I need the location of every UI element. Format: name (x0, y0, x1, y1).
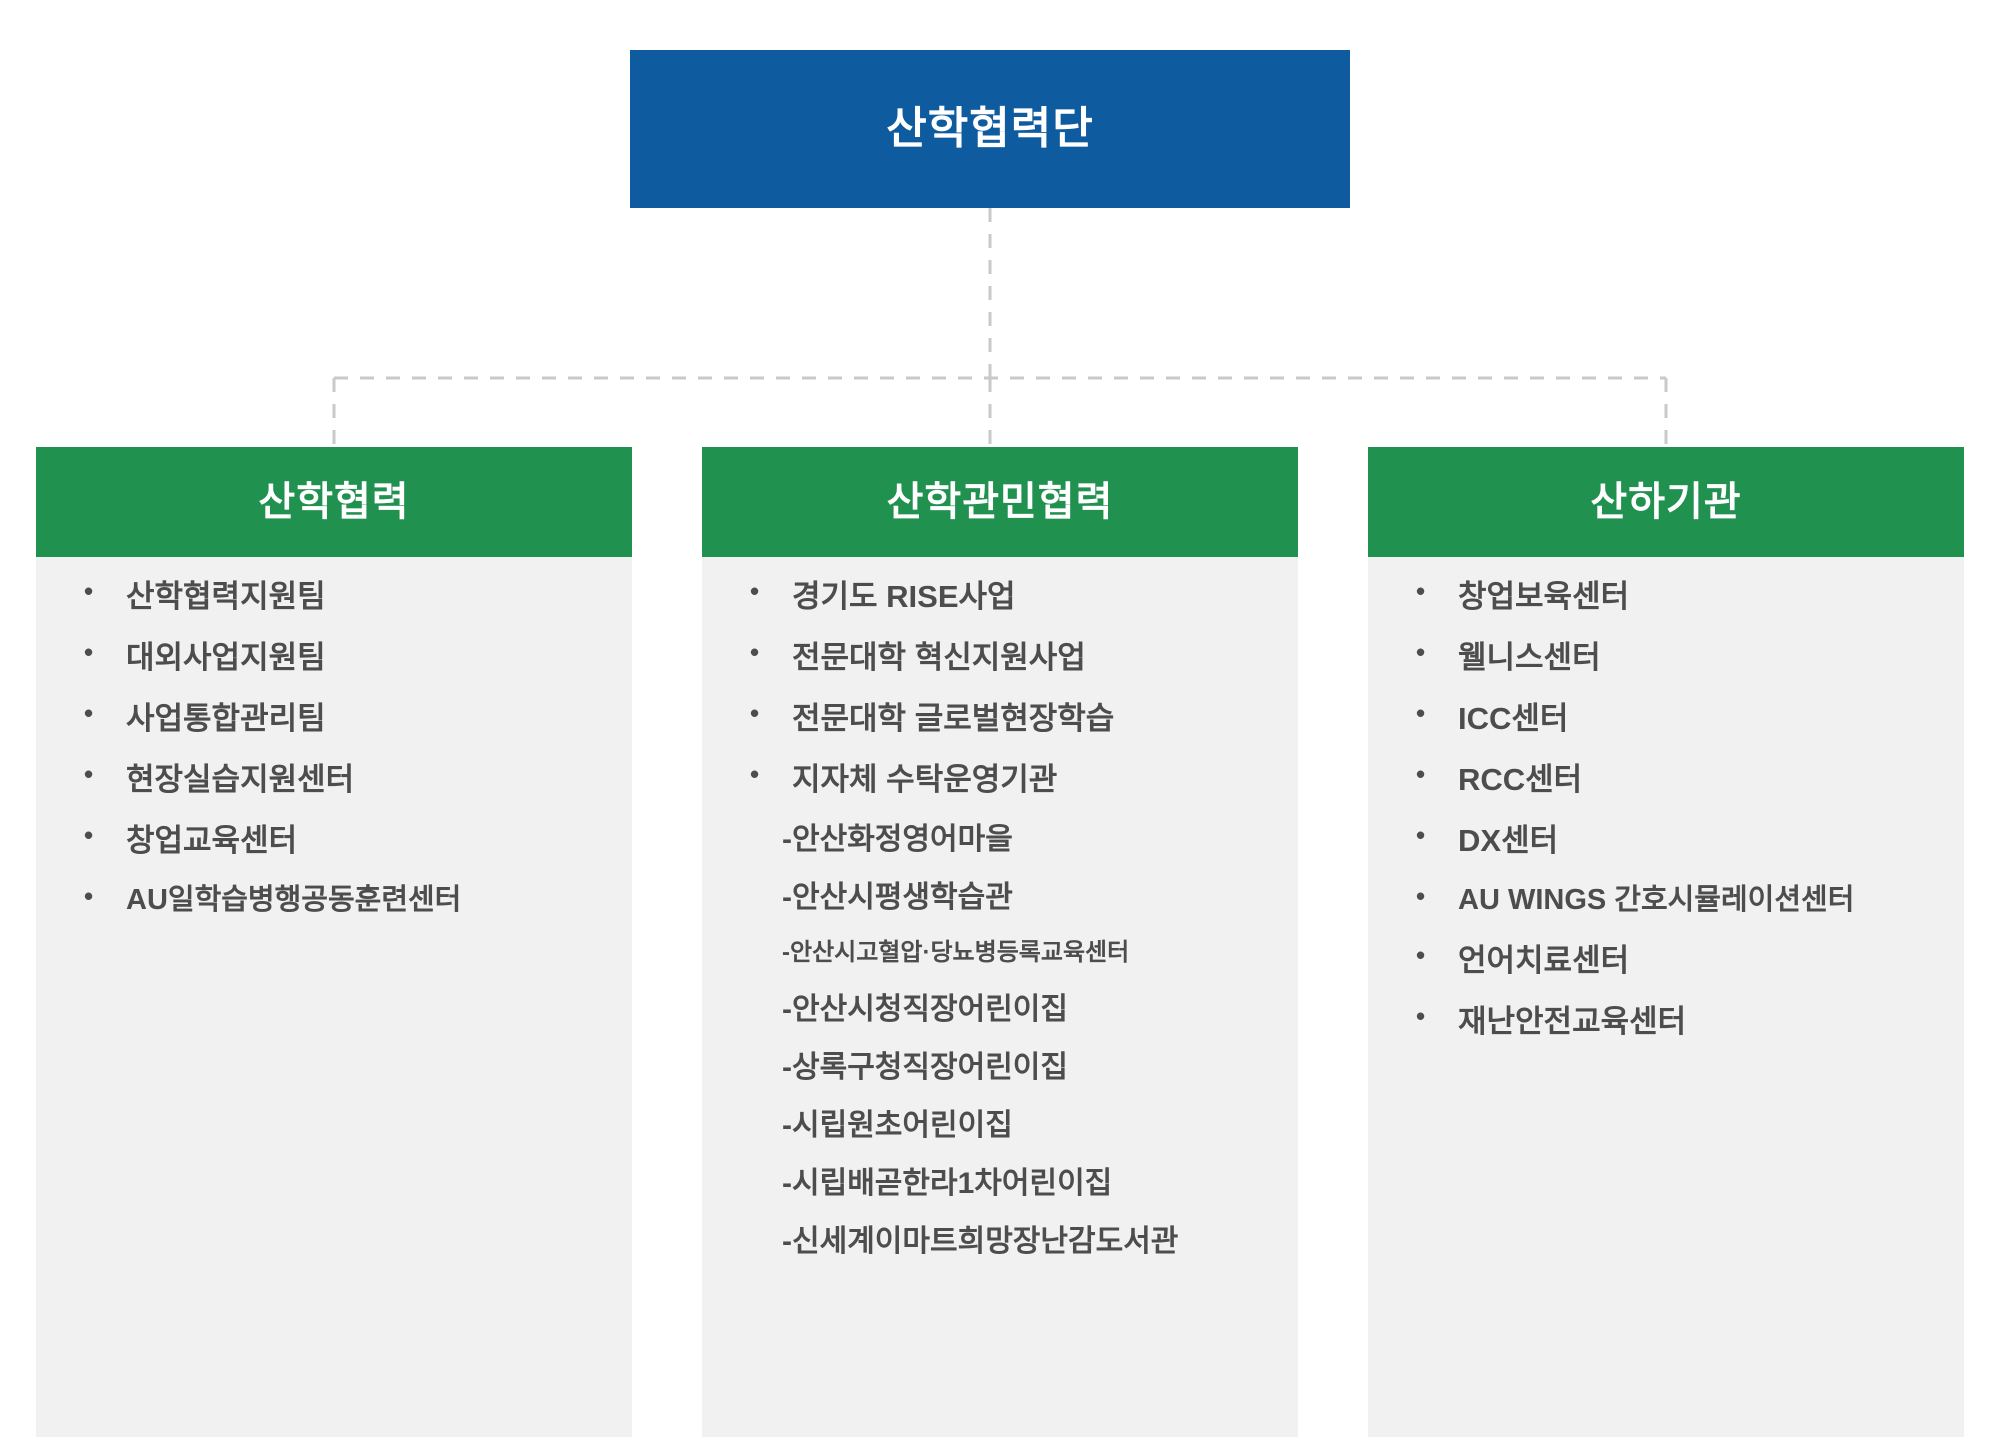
list-item[interactable]: RCC센터 (1368, 761, 1964, 797)
sub-list-item[interactable]: -시립배곧한라1차어린이집 (702, 1169, 1298, 1199)
sub-list-item[interactable]: -안산화정영어마을 (702, 825, 1298, 855)
branch-title-2: 산학관민협력 (886, 480, 1114, 524)
branch-header-3: 산하기관 (1368, 447, 1964, 557)
root-node-title: 산학협력단 (886, 104, 1094, 153)
list-item-label: 창업보육센터 (1458, 579, 1630, 614)
list-item[interactable]: 경기도 RISE사업 (702, 578, 1298, 614)
sub-list-item-label: -시립배곧한라1차어린이집 (782, 1167, 1113, 1200)
list-item[interactable]: 언어치료센터 (1368, 942, 1964, 978)
sub-list-item-label: -신세계이마트희망장난감도서관 (782, 1225, 1179, 1258)
sub-list-item-label: -안산시평생학습관 (782, 881, 1013, 914)
branch-title-1: 산학협력 (258, 480, 410, 524)
list-item-label: 현장실습지원센터 (126, 762, 355, 797)
list-item[interactable]: DX센터 (1368, 822, 1964, 858)
list-item-label: DX센터 (1458, 823, 1559, 858)
list-item[interactable]: 지자체 수탁운영기관 (702, 761, 1298, 797)
branch-column-sanhak-hyeopryeok: 산학협력 산학협력지원팀 대외사업지원팀 사업통합관리팀 현장실습지원센터 창업… (36, 447, 632, 1437)
branch-body-1: 산학협력지원팀 대외사업지원팀 사업통합관리팀 현장실습지원센터 창업교육센터 … (36, 557, 632, 1437)
list-item-label: 언어치료센터 (1458, 943, 1630, 978)
sub-list-item[interactable]: -안산시고혈압·당뇨병등록교육센터 (702, 941, 1298, 965)
branch-body-3: 창업보육센터 웰니스센터 ICC센터 RCC센터 DX센터 AU WINGS 간… (1368, 557, 1964, 1437)
item-list-1: 산학협력지원팀 대외사업지원팀 사업통합관리팀 현장실습지원센터 창업교육센터 … (36, 578, 632, 916)
list-item-label: 산학협력지원팀 (126, 579, 326, 614)
list-item-label: ICC센터 (1458, 701, 1569, 736)
list-item-label: 전문대학 글로벌현장학습 (792, 701, 1115, 736)
branch-column-sanhakgwanmin-hyeopryeok: 산학관민협력 경기도 RISE사업 전문대학 혁신지원사업 전문대학 글로벌현장… (702, 447, 1298, 1437)
list-item-label: 창업교육센터 (126, 823, 298, 858)
list-item[interactable]: 웰니스센터 (1368, 639, 1964, 675)
sub-list-item[interactable]: -신세계이마트희망장난감도서관 (702, 1227, 1298, 1257)
list-item[interactable]: 현장실습지원센터 (36, 761, 632, 797)
sub-list-item[interactable]: -안산시청직장어린이집 (702, 995, 1298, 1025)
list-item[interactable]: 창업보육센터 (1368, 578, 1964, 614)
branch-header-2: 산학관민협력 (702, 447, 1298, 557)
sub-list-item[interactable]: -상록구청직장어린이집 (702, 1053, 1298, 1083)
list-item[interactable]: 산학협력지원팀 (36, 578, 632, 614)
sub-list-item-label: -안산시청직장어린이집 (782, 993, 1068, 1026)
list-item-label: AU일학습병행공동훈련센터 (126, 884, 462, 916)
list-item-label: 대외사업지원팀 (126, 640, 326, 675)
list-item[interactable]: 대외사업지원팀 (36, 639, 632, 675)
branch-header-1: 산학협력 (36, 447, 632, 557)
sub-list-item-label: -안산시고혈압·당뇨병등록교육센터 (782, 939, 1130, 966)
list-item[interactable]: ICC센터 (1368, 700, 1964, 736)
branch-body-2: 경기도 RISE사업 전문대학 혁신지원사업 전문대학 글로벌현장학습 지자체 … (702, 557, 1298, 1437)
list-item-label: 전문대학 혁신지원사업 (792, 640, 1086, 675)
root-node: 산학협력단 (630, 50, 1350, 208)
sub-list-item[interactable]: -시립원초어린이집 (702, 1111, 1298, 1141)
list-item[interactable]: 전문대학 혁신지원사업 (702, 639, 1298, 675)
list-item[interactable]: AU WINGS 간호시뮬레이션센터 (1368, 883, 1964, 916)
list-item[interactable]: 전문대학 글로벌현장학습 (702, 700, 1298, 736)
list-item-label: AU WINGS 간호시뮬레이션센터 (1458, 884, 1855, 916)
branch-container: 산학협력 산학협력지원팀 대외사업지원팀 사업통합관리팀 현장실습지원센터 창업… (0, 447, 2000, 1437)
list-item[interactable]: 재난안전교육센터 (1368, 1003, 1964, 1039)
sub-list-item-label: -시립원초어린이집 (782, 1109, 1013, 1142)
list-item[interactable]: AU일학습병행공동훈련센터 (36, 883, 632, 916)
list-item[interactable]: 사업통합관리팀 (36, 700, 632, 736)
list-item-label: 웰니스센터 (1458, 640, 1601, 675)
list-item-label: RCC센터 (1458, 762, 1583, 797)
branch-column-sanha-gigwan: 산하기관 창업보육센터 웰니스센터 ICC센터 RCC센터 DX센터 AU WI… (1368, 447, 1964, 1437)
item-list-3: 창업보육센터 웰니스센터 ICC센터 RCC센터 DX센터 AU WINGS 간… (1368, 578, 1964, 1039)
list-item-label: 경기도 RISE사업 (792, 579, 1016, 614)
item-list-2: 경기도 RISE사업 전문대학 혁신지원사업 전문대학 글로벌현장학습 지자체 … (702, 578, 1298, 1257)
list-item-label: 지자체 수탁운영기관 (792, 762, 1058, 797)
sub-list-item-label: -안산화정영어마을 (782, 823, 1013, 856)
sub-list-item[interactable]: -안산시평생학습관 (702, 883, 1298, 913)
list-item-label: 재난안전교육센터 (1458, 1004, 1687, 1039)
sub-list-item-label: -상록구청직장어린이집 (782, 1051, 1068, 1084)
list-item-label: 사업통합관리팀 (126, 701, 326, 736)
branch-title-3: 산하기관 (1590, 480, 1742, 524)
list-item[interactable]: 창업교육센터 (36, 822, 632, 858)
